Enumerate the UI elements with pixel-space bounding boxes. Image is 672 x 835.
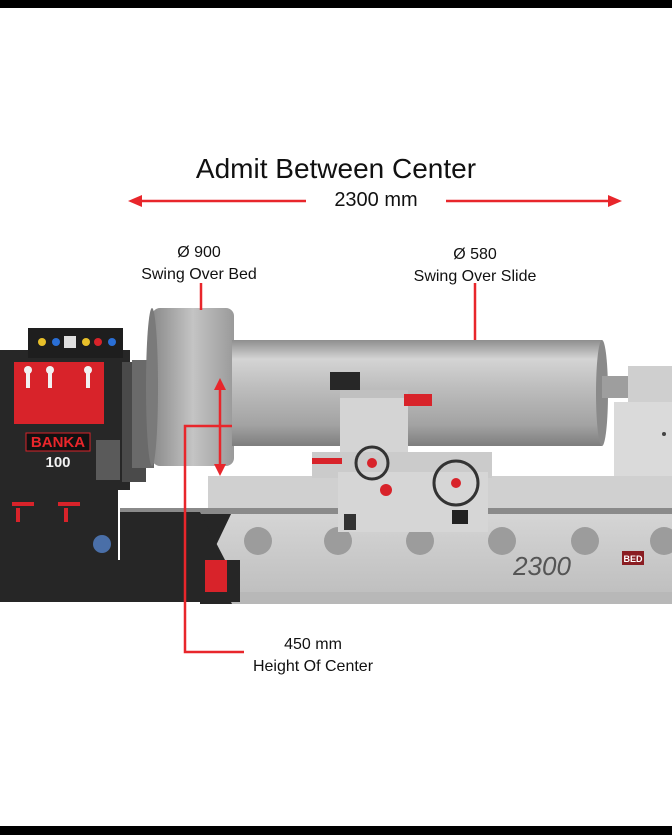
headstock (0, 328, 240, 602)
brand-logo: BANKA (31, 434, 85, 451)
swing-over-bed-value: Ø 900 (177, 244, 221, 261)
center-height-label: Height Of Center (252, 658, 374, 675)
tool-post (330, 372, 360, 390)
bed-hole (244, 527, 272, 555)
length-dimension: 2300 mm (306, 189, 446, 212)
workpiece-cylinder (232, 340, 608, 446)
control-knob (52, 338, 60, 346)
bed-hole (324, 527, 352, 555)
gear-lever (48, 372, 52, 388)
swing-over-bed-callout: Ø 900 Swing Over Bed (124, 242, 274, 286)
vent-grille (96, 440, 120, 480)
bed-model-mark: 2300 (512, 551, 571, 581)
swing-over-slide-value: Ø 580 (453, 246, 497, 263)
center-height-callout: 450 mm Height Of Center (238, 634, 388, 678)
page-title: Admit Between Center (195, 153, 477, 184)
bed-hole (571, 527, 599, 555)
center-height-value: 450 mm (284, 636, 342, 653)
control-knob (38, 338, 46, 346)
tailstock (602, 366, 672, 476)
swing-over-slide-label: Swing Over Slide (413, 268, 537, 285)
lathe-illustration: BANKA 100 (0, 195, 672, 654)
model-label: 100 (45, 454, 70, 471)
annotations (128, 195, 622, 654)
carriage (312, 372, 492, 532)
bed-hole (406, 527, 434, 555)
bed-hole (488, 527, 516, 555)
control-knob (82, 338, 90, 346)
swing-over-slide-callout: Ø 580 Swing Over Slide (400, 244, 550, 288)
bed-badge-text: BED (623, 554, 643, 564)
center-height-leader (183, 424, 244, 654)
switch-knob (93, 535, 111, 553)
brand-plate: BANKA 100 (25, 432, 91, 471)
bed-hole (650, 527, 672, 555)
control-knob (108, 338, 116, 346)
swing-over-bed-label: Swing Over Bed (141, 266, 257, 283)
bed-badge (622, 551, 644, 565)
handwheel (432, 459, 480, 507)
handwheel (354, 445, 390, 481)
bottom-border (0, 826, 672, 835)
control-display (64, 336, 76, 348)
control-knob (94, 338, 102, 346)
top-border (0, 0, 672, 8)
figure-canvas: BANKA 100 (0, 8, 672, 826)
gear-lever (86, 372, 90, 388)
gear-lever (26, 372, 30, 388)
